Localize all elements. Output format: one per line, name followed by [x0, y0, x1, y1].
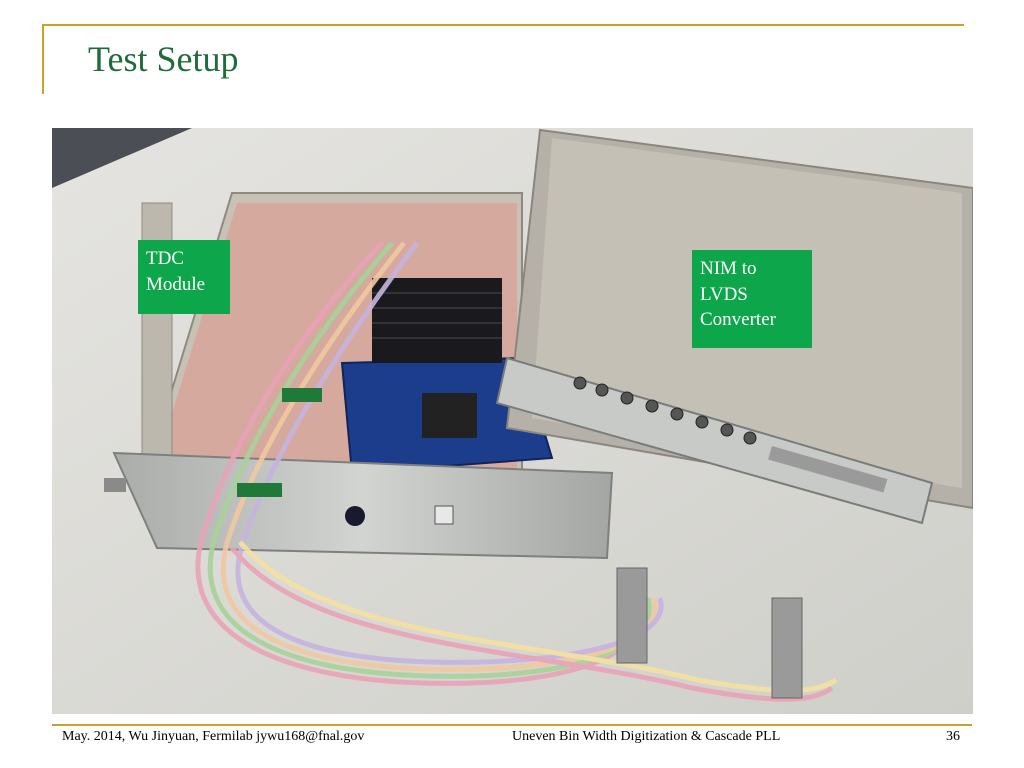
green-tape-2: [237, 483, 282, 497]
title-accent-horizontal: [42, 24, 964, 26]
ribbon-connector-left: [616, 567, 648, 664]
dark-corner: [52, 128, 192, 188]
green-tape-1: [282, 388, 322, 402]
test-setup-photo: [52, 128, 973, 714]
footer-presentation-title: Uneven Bin Width Digitization & Cascade …: [512, 729, 781, 744]
footer-page-number: 36: [946, 729, 960, 744]
photo-illustration: [52, 128, 973, 714]
slide-title: Test Setup: [88, 39, 239, 79]
panel-usb-port: [434, 505, 454, 525]
ribbon-connector-right: [771, 597, 803, 699]
title-accent-vertical: [42, 24, 44, 94]
nim-converter-label: NIM to LVDS Converter: [692, 250, 812, 348]
nim-ribbon-connector: [768, 446, 888, 493]
heatsink: [372, 278, 502, 363]
panel-thumbscrew: [104, 478, 126, 492]
tdc-module-label: TDC Module: [138, 240, 230, 314]
panel-connector: [345, 506, 365, 526]
footer-author: May. 2014, Wu Jinyuan, Fermilab jywu168@…: [62, 729, 365, 744]
fpga-chip: [422, 393, 477, 438]
nim-lemo-connectors: [573, 376, 757, 445]
nim-front-panel: [495, 356, 934, 525]
footer-rule: [52, 724, 972, 726]
